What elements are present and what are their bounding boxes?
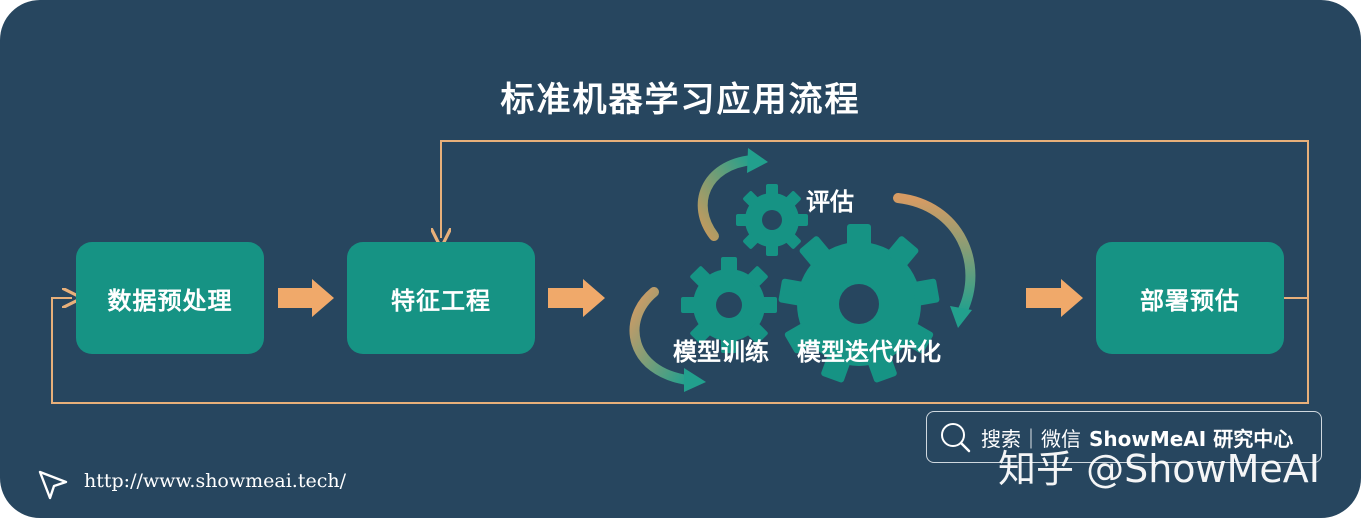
gear-icon	[681, 257, 777, 353]
search-brand: ShowMeAI 研究中心	[1089, 426, 1294, 451]
search-icon	[941, 423, 971, 453]
cycle-arrow-top	[697, 148, 768, 241]
arrow-right-icon	[278, 279, 334, 317]
gear-icon	[778, 224, 940, 383]
step-deployment: 部署预估	[1096, 242, 1284, 354]
diagram-title: 标准机器学习应用流程	[500, 80, 861, 120]
gear-icon	[736, 184, 808, 256]
step-data-preprocessing: 数据预处理	[76, 242, 264, 354]
gear-label-evaluate: 评估	[806, 188, 854, 216]
search-badge: 搜索｜微信 ShowMeAI 研究中心	[926, 411, 1322, 463]
gear-label-training: 模型训练	[673, 338, 769, 366]
watermark: 知乎 @ShowMeAI	[998, 447, 1320, 491]
arrow-right-icon	[1026, 279, 1083, 317]
feedback-loop-top	[441, 140, 1309, 299]
cycle-arrow-left	[629, 287, 706, 392]
arrow-right-icon	[548, 279, 605, 317]
feedback-loop-bottom	[51, 298, 1309, 404]
site-url[interactable]: http://www.showmeai.tech/	[84, 470, 347, 492]
cycle-arrow-right	[893, 193, 976, 328]
search-label: 搜索｜微信	[981, 426, 1081, 451]
step-feature-engineering: 特征工程	[347, 242, 535, 354]
gear-label-iteration: 模型迭代优化	[797, 338, 941, 366]
cursor-icon	[38, 470, 68, 500]
